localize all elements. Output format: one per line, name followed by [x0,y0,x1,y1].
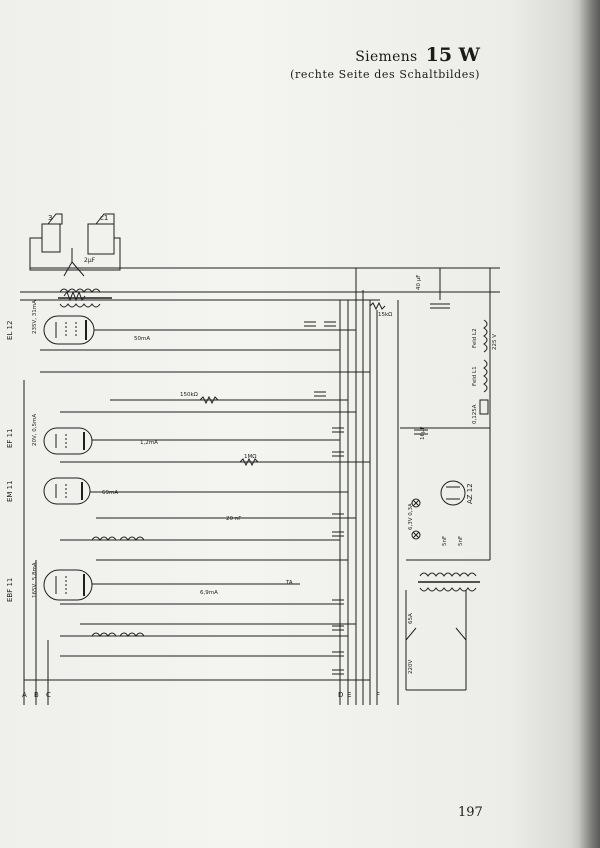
tube-label-ef11: EF 11 [6,428,14,448]
label-resistor-15k: 15kΩ [378,312,392,318]
capacitor-stack [304,321,344,675]
bus-label-c: C [46,691,51,699]
label-ef11-voltage: 20V, 0,5mA [32,414,38,446]
tube-em11 [43,477,91,505]
tube-az12 [440,480,466,506]
vertical-buses [23,268,399,705]
bus-label-e: E [347,691,351,699]
power-transformer [405,572,480,691]
bus-label-d: D [338,691,343,699]
label-voltage-225: 225 V [492,334,498,350]
loudspeaker-2: c1 [87,213,115,255]
label-resistor-150k: 150kΩ [180,392,198,398]
label-lamp-voltage: 6,3V 0,3A [408,503,414,530]
label-cap-5nF-a: 5nF [442,536,448,546]
label-current-69mA: 69mA [102,490,118,496]
power-section [400,268,491,561]
title-brand: Siemens [355,49,418,65]
signal-wiring [24,329,370,681]
loudspeaker-1-label: 3 [48,214,52,222]
label-resistor-1M: 1MΩ [244,454,256,460]
label-cap-40uF: 40 μF [416,275,422,290]
label-cap-20nF: 20 nF [226,516,241,522]
bus-label-f: F [376,691,380,699]
page-header: Siemens 15 W (rechte Seite des Schaltbil… [290,44,480,81]
label-mains-voltage: 65A [408,613,414,624]
output-transformer [58,288,112,308]
label-current-69mA-b: 6,9mA [200,590,218,596]
label-mains: 220V [408,660,414,674]
label-cap-5nF-b: 5nF [458,536,464,546]
title-model: 15 W [425,44,480,66]
tube-label-ebf11: EBF 11 [6,578,14,602]
label-ebf11-voltage: 165V, 5,8mA [32,562,38,598]
tube-label-az12: AZ 12 [466,483,474,504]
label-fuse: 0,125A [472,404,478,424]
resistors [63,290,386,467]
page-title: Siemens 15 W [290,44,480,66]
speaker-wiring [29,237,121,271]
label-current-12mA: 1,2mA [140,440,158,446]
label-el12-voltage: 235V, 31mA [32,300,38,334]
label-field-1: Feld L1 [472,366,478,386]
page-number: 197 [458,805,483,820]
bus-label-a: A [22,691,27,699]
tube-ebf11 [43,569,93,601]
bus-labels: A B C D E F [22,691,380,699]
cap-2uF-label: 2μF [84,257,96,264]
label-cap-16uF: 16μF [420,426,426,440]
tube-label-em11: EM 11 [6,480,14,502]
tube-el12 [43,315,95,345]
book-spine-shadow [578,0,600,848]
label-field-2: Feld L2 [472,328,478,348]
loudspeaker-1: 3 [41,213,63,253]
label-ta: TA [285,580,293,586]
bus-label-b: B [34,691,39,699]
tube-label-el12: EL 12 [6,321,14,340]
speaker-switch [63,248,85,277]
loudspeaker-2-label: c1 [100,214,108,222]
tube-ef11 [43,427,93,455]
if-coils [91,536,145,637]
label-current-50mA: 50mA [134,336,150,342]
page-subtitle: (rechte Seite des Schaltbildes) [290,68,480,81]
